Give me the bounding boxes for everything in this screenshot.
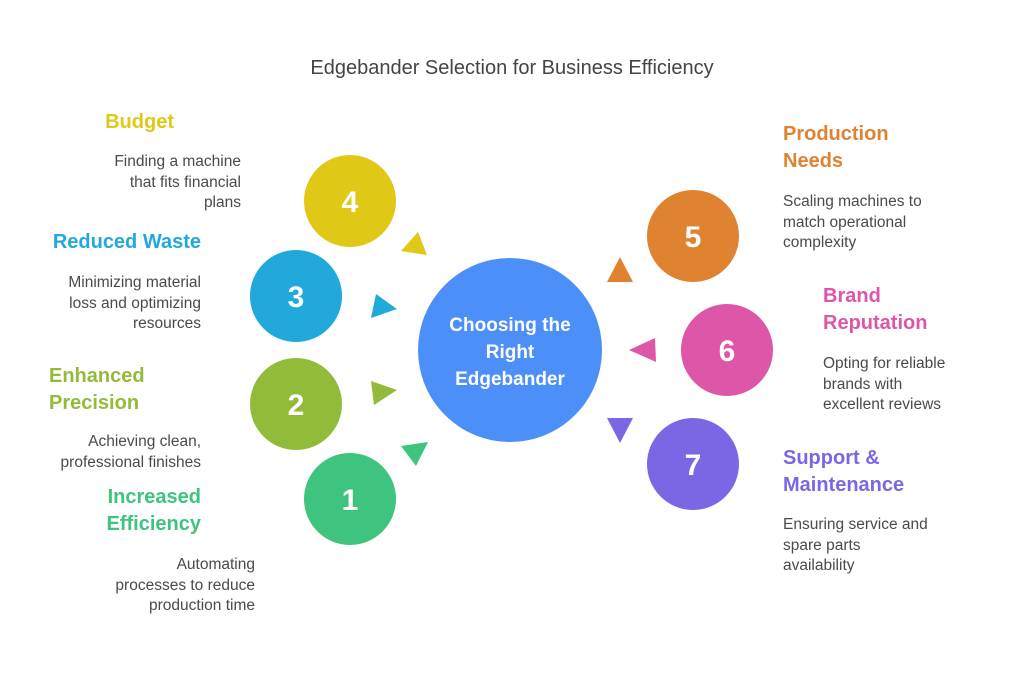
description-line: Scaling machines to xyxy=(783,193,922,210)
description-line: Ensuring service and xyxy=(783,516,928,533)
item-title-enhanced-precision: Enhanced Precision xyxy=(49,363,209,417)
item-title-support-maintenance: Support & Maintenance xyxy=(783,445,983,499)
pointer-arrow-icon xyxy=(607,257,633,282)
node-number: 7 xyxy=(685,449,702,482)
item-title-line: Budget xyxy=(105,111,174,133)
pointer-arrow-icon xyxy=(371,294,397,318)
description-line: that fits financial xyxy=(129,173,241,191)
item-title-line: Brand xyxy=(823,285,881,307)
description-line: Finding a machine xyxy=(114,153,241,170)
description-line: spare parts xyxy=(783,536,861,554)
item-title-line: Enhanced xyxy=(49,365,145,387)
item-description-reduced-waste: Minimizing material loss and optimizing … xyxy=(20,273,201,335)
item-title-brand-reputation: Brand Reputation xyxy=(823,283,1013,337)
node-5: 5 xyxy=(607,190,739,282)
description-line: resources xyxy=(132,315,201,332)
item-title-reduced-waste: Reduced Waste xyxy=(20,229,201,256)
item-title-line: Reputation xyxy=(823,312,928,334)
description-line: loss and optimizing xyxy=(69,294,201,312)
center-label-line: Edgebander xyxy=(455,369,565,390)
node-number: 1 xyxy=(342,484,359,517)
node-circle xyxy=(250,250,342,342)
item-description-enhanced-precision: Achieving clean, professional finishes xyxy=(20,432,201,473)
node-2: 2 xyxy=(250,358,397,450)
node-1: 1 xyxy=(304,442,428,545)
node-4: 4 xyxy=(304,155,427,255)
node-number: 3 xyxy=(288,281,305,314)
description-line: processes to reduce xyxy=(115,576,255,594)
description-line: professional finishes xyxy=(60,453,201,471)
description-line: brands with xyxy=(823,375,903,393)
item-description-brand-reputation: Opting for reliable brands with excellen… xyxy=(823,354,1013,416)
node-circle xyxy=(250,358,342,450)
description-line: availability xyxy=(783,557,855,574)
item-title-line: Maintenance xyxy=(783,474,905,496)
description-line: plans xyxy=(203,194,241,211)
node-3: 3 xyxy=(250,250,397,342)
node-6: 6 xyxy=(629,304,773,396)
node-7: 7 xyxy=(607,418,739,510)
description-line: production time xyxy=(149,597,255,614)
item-title-production-needs: Production Needs xyxy=(783,121,983,175)
description-line: match operational xyxy=(783,213,907,231)
item-description-support-maintenance: Ensuring service and spare parts availab… xyxy=(783,515,983,577)
item-title-line: Support & xyxy=(783,447,880,469)
description-line: Automating xyxy=(176,556,255,573)
item-title-line: Precision xyxy=(49,392,140,414)
pointer-arrow-icon xyxy=(629,338,656,362)
node-number: 2 xyxy=(288,389,305,422)
pointer-arrow-icon xyxy=(401,232,427,255)
node-number: 6 xyxy=(719,335,736,368)
item-title-line: Production xyxy=(783,123,889,145)
node-circle xyxy=(304,155,396,247)
item-description-increased-efficiency: Automating processes to reduce productio… xyxy=(60,555,255,617)
node-circle xyxy=(304,453,396,545)
node-circle xyxy=(647,418,739,510)
diagram-title: Edgebander Selection for Business Effici… xyxy=(310,57,714,79)
item-title-budget: Budget xyxy=(40,109,174,136)
description-line: excellent reviews xyxy=(823,396,942,413)
center-hub: Choosing the Right Edgebander xyxy=(418,258,602,442)
pointer-arrow-icon xyxy=(401,442,428,466)
item-title-line: Reduced Waste xyxy=(52,231,201,253)
description-line: Achieving clean, xyxy=(88,433,201,450)
description-line: Opting for reliable xyxy=(823,355,946,372)
pointer-arrow-icon xyxy=(371,381,397,405)
item-title-increased-efficiency: Increased Efficiency xyxy=(60,484,201,538)
pointer-arrow-icon xyxy=(607,418,633,443)
description-line: complexity xyxy=(783,234,857,251)
node-circle xyxy=(681,304,773,396)
item-title-line: Needs xyxy=(783,150,844,172)
item-title-line: Increased xyxy=(107,486,201,508)
center-label-line: Choosing the xyxy=(449,315,570,336)
node-circle xyxy=(647,190,739,282)
item-title-line: Efficiency xyxy=(106,513,201,535)
center-label-line: Right xyxy=(486,342,535,363)
center-circle xyxy=(418,258,602,442)
node-number: 4 xyxy=(342,186,359,219)
description-line: Minimizing material xyxy=(68,274,201,291)
node-number: 5 xyxy=(685,221,702,254)
item-description-production-needs: Scaling machines to match operational co… xyxy=(783,192,983,254)
item-description-budget: Finding a machine that fits financial pl… xyxy=(40,152,241,214)
